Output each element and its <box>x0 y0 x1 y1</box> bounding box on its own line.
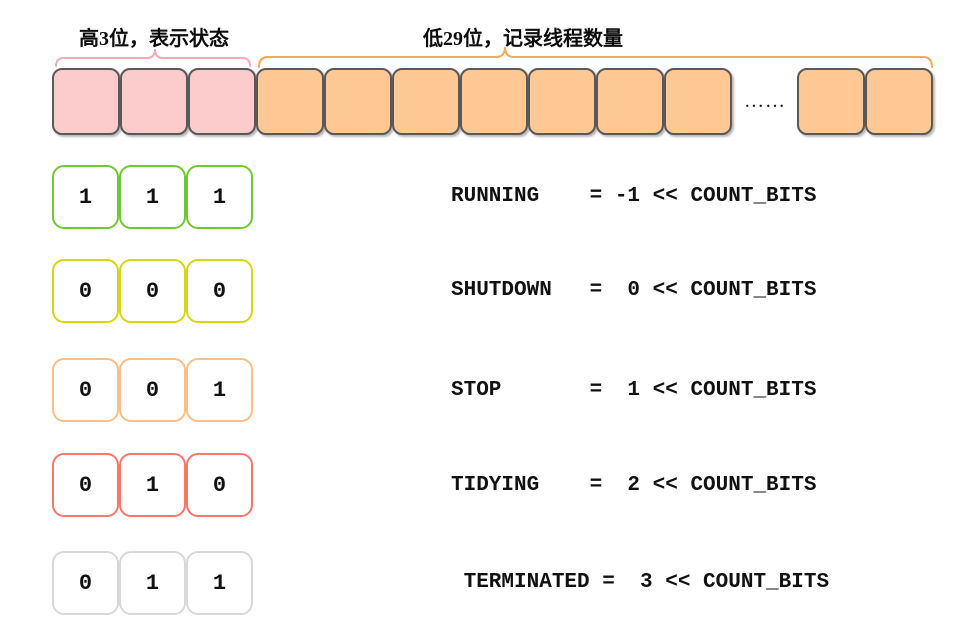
count-bit-box <box>664 68 732 135</box>
bit-row-running: 1 1 1 <box>52 165 257 229</box>
bit-cell: 1 <box>119 165 186 229</box>
bit-cell: 1 <box>52 165 119 229</box>
state-bit-box <box>188 68 256 135</box>
bit-value: 0 <box>78 570 93 596</box>
equation-stop: STOP = 1 << COUNT_BITS <box>451 379 817 402</box>
bit-row-terminated: 0 1 1 <box>52 551 257 615</box>
brace-overlay <box>55 46 933 68</box>
bit-cell: 0 <box>52 358 119 422</box>
bit-value: 1 <box>145 570 160 596</box>
bit-cell: 1 <box>186 165 253 229</box>
equation-running: RUNNING = -1 << COUNT_BITS <box>451 185 817 208</box>
bit-cell: 0 <box>186 259 253 323</box>
bit-value: 0 <box>78 377 93 403</box>
bit-cell: 0 <box>119 358 186 422</box>
bit-value: 1 <box>212 184 227 210</box>
bit-value: 1 <box>212 377 227 403</box>
state-bit-box <box>52 68 120 135</box>
bit-value: 0 <box>78 472 93 498</box>
bit-cell: 1 <box>186 358 253 422</box>
bit-value: 0 <box>212 472 227 498</box>
equation-terminated: TERMINATED = 3 << COUNT_BITS <box>451 571 830 594</box>
bit-cell: 1 <box>186 551 253 615</box>
bit-value: 1 <box>78 184 93 210</box>
count-bit-box <box>324 68 392 135</box>
bit-value: 0 <box>145 278 160 304</box>
count-bit-box <box>596 68 664 135</box>
ellipsis-text: …… <box>744 90 786 112</box>
bit-cell: 0 <box>52 453 119 517</box>
high-bits-brace <box>55 48 251 67</box>
bit-cell: 0 <box>119 259 186 323</box>
count-bit-box <box>460 68 528 135</box>
bit-cell: 0 <box>52 259 119 323</box>
bit-cell: 1 <box>119 453 186 517</box>
bit-value: 0 <box>212 278 227 304</box>
equation-shutdown: SHUTDOWN = 0 << COUNT_BITS <box>451 279 817 302</box>
count-bit-box <box>528 68 596 135</box>
high-bits-label: 高3位，表示状态 <box>79 28 229 50</box>
state-bit-box <box>120 68 188 135</box>
bit-value: 0 <box>78 278 93 304</box>
count-bit-box <box>392 68 460 135</box>
count-bit-box <box>797 68 865 135</box>
count-bit-box <box>256 68 324 135</box>
bit-row-tidying: 0 1 0 <box>52 453 257 517</box>
bit-cell: 0 <box>186 453 253 517</box>
bit-value: 1 <box>212 570 227 596</box>
low-bits-label: 低29位，记录线程数量 <box>423 28 623 50</box>
count-bit-box <box>865 68 933 135</box>
bit-value: 1 <box>145 472 160 498</box>
bit-row-stop: 0 0 1 <box>52 358 257 422</box>
bit-cell: 1 <box>119 551 186 615</box>
equation-tidying: TIDYING = 2 << COUNT_BITS <box>451 474 817 497</box>
bit-row-shutdown: 0 0 0 <box>52 259 257 323</box>
bit-cell: 0 <box>52 551 119 615</box>
low-bits-brace <box>258 46 933 68</box>
bit-value: 1 <box>145 184 160 210</box>
bit-value: 0 <box>145 377 160 403</box>
